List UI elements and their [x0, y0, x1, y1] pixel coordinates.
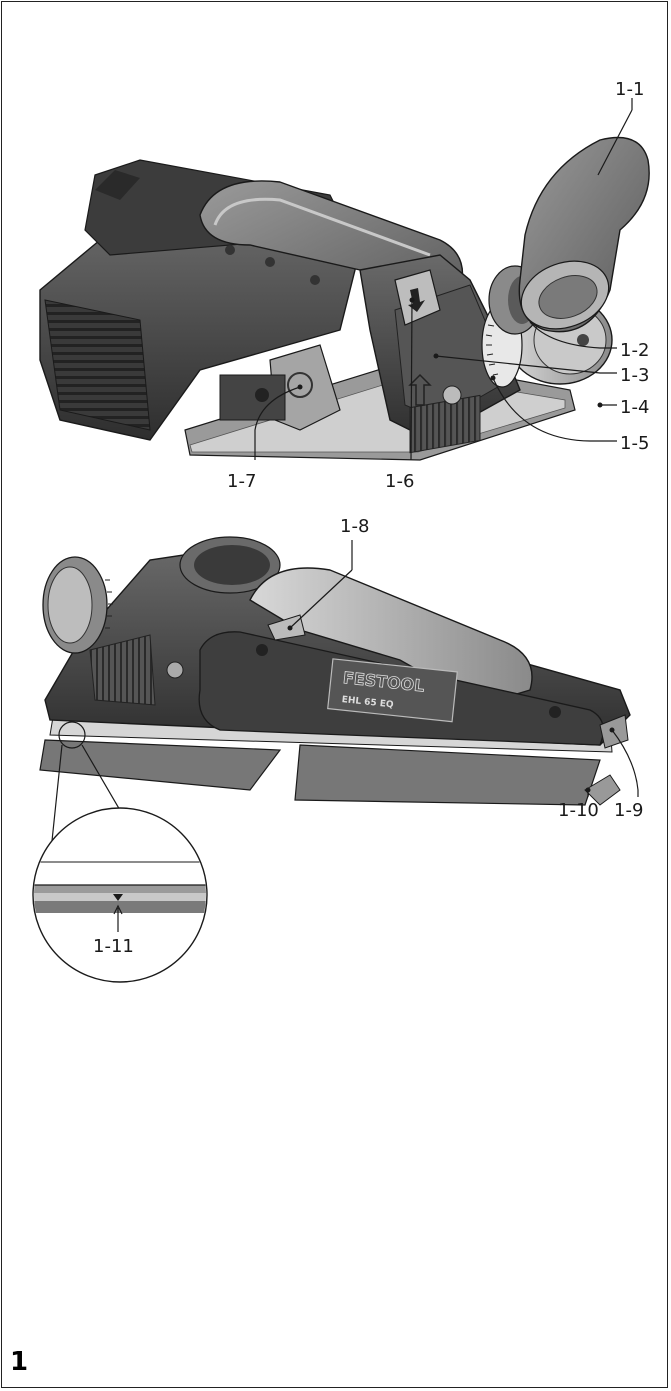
callout-1-6: 1-6: [385, 471, 414, 492]
callout-1-2: 1-2: [620, 340, 649, 361]
front-sole: [39, 739, 282, 791]
bottom-callouts: 1-8 1-9 1-10: [287, 516, 643, 821]
brand-plate: FESTOOL EHL 65 EQ: [327, 658, 458, 723]
cooling-vents-left: [44, 299, 151, 431]
callout-1-3: 1-3: [620, 365, 649, 386]
rear-clamp: [584, 774, 621, 806]
figure-number: 1: [10, 1347, 28, 1377]
detail-marker: [58, 721, 86, 749]
callout-1-1: 1-1: [615, 79, 644, 100]
trigger-switch: [267, 614, 306, 641]
callout-1-9: 1-9: [614, 800, 643, 821]
planer-side-view: FESTOOL EHL 65 EQ: [39, 536, 631, 806]
top-callouts: 1-1 1-2 1-3 1-4 1-5 1-6 1-7: [227, 79, 649, 492]
callout-1-10: 1-10: [558, 800, 599, 821]
rear-handle: [249, 567, 533, 706]
suction-elbow: [518, 136, 650, 333]
callout-1-5: 1-5: [620, 433, 649, 454]
planer-top-view: [39, 136, 650, 461]
callout-1-7: 1-7: [227, 471, 256, 492]
rear-sole: [294, 744, 601, 806]
callout-1-11: 1-11: [93, 936, 134, 957]
zoom-detail: 1-11: [32, 744, 208, 983]
callout-1-4: 1-4: [620, 397, 649, 418]
callout-1-8: 1-8: [340, 516, 369, 537]
